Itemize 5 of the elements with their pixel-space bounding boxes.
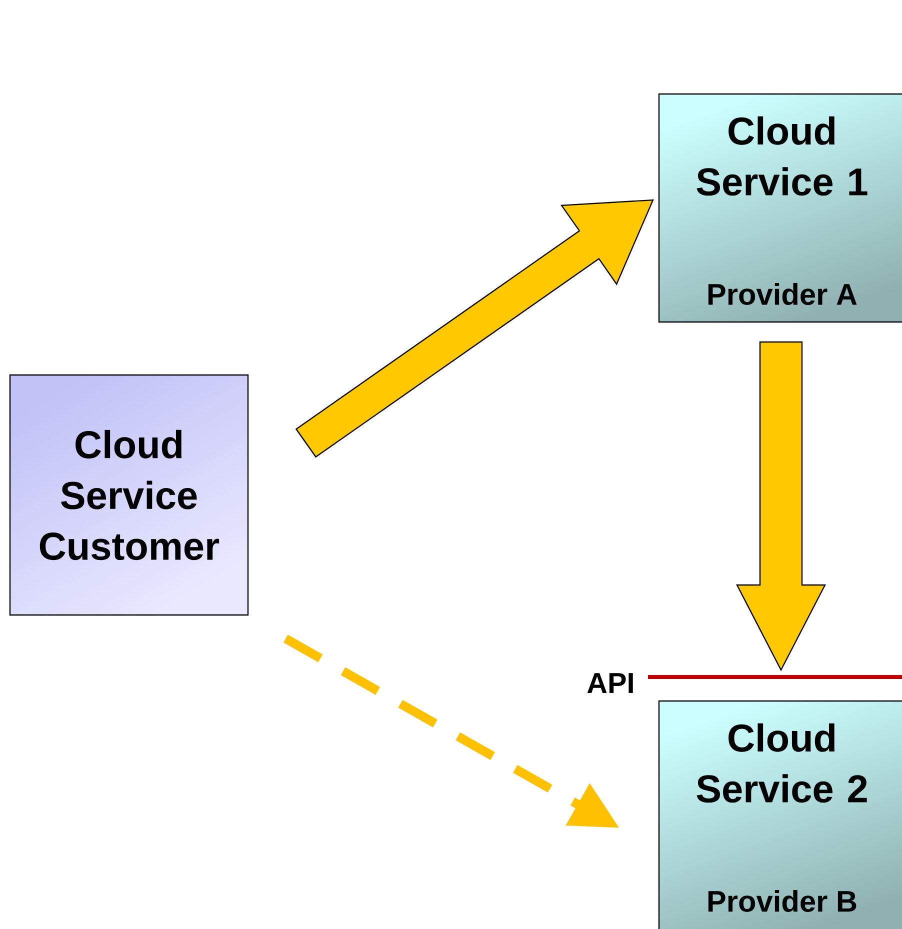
api-line: API	[587, 673, 902, 693]
customer-box: Cloud Service Customer	[9, 374, 249, 616]
block-arrow	[736, 341, 826, 672]
service-box: Cloud Service 2 Provider B	[658, 700, 902, 929]
service-box: Cloud Service 1 Provider A	[658, 93, 902, 323]
